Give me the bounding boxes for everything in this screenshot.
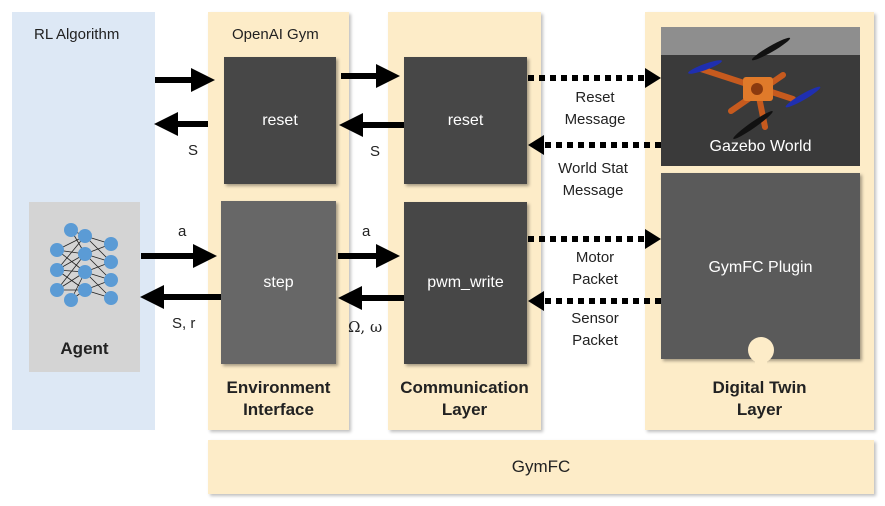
gymfc-plugin-label: GymFC Plugin [708, 259, 813, 276]
gazebo-world-view: Gazebo World [661, 27, 860, 166]
agent-box: Agent [29, 202, 140, 372]
comm-reset-box: reset [404, 57, 527, 184]
label-omega: Ω, ω [348, 318, 383, 336]
pwm-write-box: pwm_write [404, 202, 527, 364]
comm-reset-label: reset [447, 111, 484, 129]
rl-algorithm-title: RL Algorithm [34, 26, 120, 43]
label-a-mid: a [362, 223, 371, 240]
gymfc-bar: GymFC [208, 440, 874, 494]
gym-step-box: step [221, 201, 336, 364]
communication-layer-title: Communication Layer [400, 378, 529, 419]
gymfc-title: GymFC [511, 457, 571, 476]
openai-gym-title: OpenAI Gym [232, 26, 319, 43]
label-a-left: a [178, 223, 187, 240]
gym-reset-label: reset [262, 111, 298, 129]
label-s-mid: S [370, 143, 381, 160]
label-s-left: S [188, 142, 199, 159]
gym-step-label: step [263, 273, 294, 291]
quadcopter-render [661, 27, 860, 166]
digital-twin-title: Digital Twin Layer [712, 378, 807, 419]
label-s-r: S, r [172, 315, 196, 332]
agent-label: Agent [60, 339, 109, 358]
gym-reset-box: reset [224, 57, 336, 184]
motor-packet-label: Motor Packet [572, 249, 618, 288]
environment-interface-title: Environment Interface [226, 378, 331, 419]
pwm-write-label: pwm_write [427, 274, 504, 291]
world-stat-message-label: World Stat Message [558, 160, 628, 199]
gymfc-plugin-box: GymFC Plugin [661, 173, 860, 359]
reset-message-label: Reset Message [564, 89, 626, 128]
sensor-packet-label: Sensor Packet [571, 310, 619, 349]
plugin-connector-icon [748, 337, 774, 366]
neural-network-icon [50, 223, 118, 307]
gazebo-world-label: Gazebo World [709, 138, 812, 155]
